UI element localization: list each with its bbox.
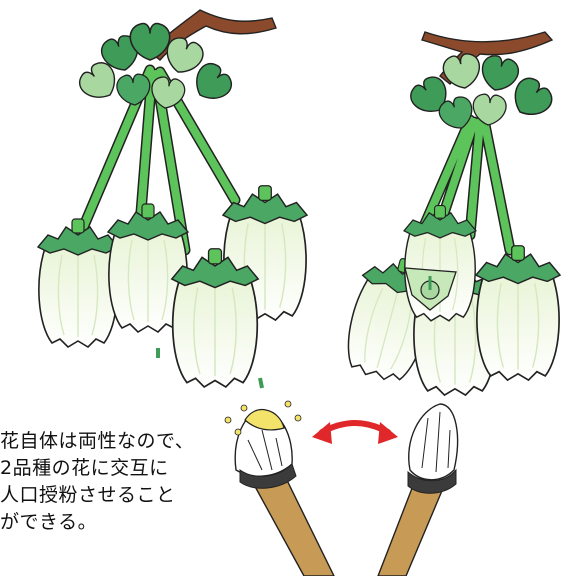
paint-brush-icon	[377, 403, 459, 576]
blueberry-flower-cluster-right	[337, 31, 561, 396]
blueberry-flower-cluster-left	[37, 9, 308, 389]
caption-line-2: 2品種の花に交互に	[0, 457, 169, 479]
caption-line-1: 花自体は両性なので、	[0, 430, 195, 452]
caption: 花自体は両性なので、 2品種の花に交互に 人口授粉させること ができる。	[0, 428, 260, 536]
caption-line-3: 人口授粉させること	[0, 484, 176, 506]
paint-brush-icon	[224, 400, 335, 576]
exchange-arrow-icon	[312, 420, 398, 444]
caption-line-4: ができる。	[0, 511, 98, 533]
